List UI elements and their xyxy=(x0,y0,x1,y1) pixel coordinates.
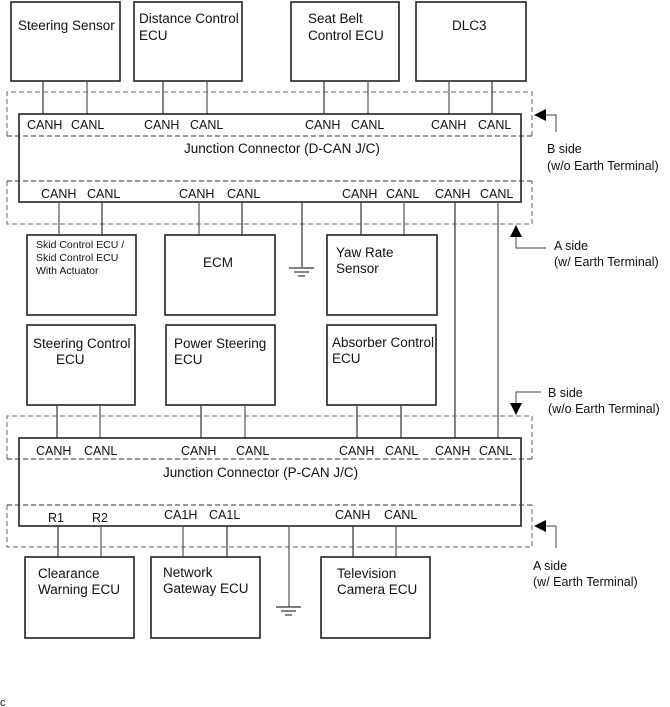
ecu-label: Skid Control ECU / xyxy=(36,239,124,251)
pin-label: CANH xyxy=(431,118,466,132)
arrow-left-icon xyxy=(534,109,546,121)
pcan-a-side-indicator: A side (w/ Earth Terminal) xyxy=(533,520,638,589)
pin-label: CANH xyxy=(435,187,470,201)
ground-icon xyxy=(276,606,301,616)
ecu-label: Sensor xyxy=(336,261,379,276)
ecu-label: Distance Control xyxy=(139,11,239,26)
pin-label: CANH xyxy=(342,187,377,201)
arrow-down-icon xyxy=(510,403,522,415)
dcan-a-side-region xyxy=(6,181,533,225)
dcan-b-side-indicator: B side (w/o Earth Terminal) xyxy=(534,109,659,173)
side-label: (w/o Earth Terminal) xyxy=(547,159,659,173)
pin-label: CANH xyxy=(435,444,470,458)
pcan-bottom-wires xyxy=(57,526,397,607)
pcan-top-wires xyxy=(56,405,402,438)
pin-label: CANL xyxy=(227,187,260,201)
pin-label: CA1L xyxy=(209,508,240,522)
side-label: A side xyxy=(554,239,588,253)
ecu-label: Steering Sensor xyxy=(18,18,115,33)
ecu-dlc3: DLC3 xyxy=(415,1,527,82)
ecu-label: Camera ECU xyxy=(337,582,417,597)
ecu-label: ECU xyxy=(174,352,203,367)
pin-label: CANL xyxy=(479,444,512,458)
ecu-label: ECM xyxy=(203,255,233,270)
dcan-b-side-region xyxy=(6,91,533,136)
ecu-label: Network xyxy=(163,565,213,580)
pin-label: CANL xyxy=(84,444,117,458)
side-label: (w/o Earth Terminal) xyxy=(548,402,660,416)
ecu-label: Seat Belt xyxy=(308,11,363,26)
pin-label: CANL xyxy=(480,187,513,201)
ecu-yaw-rate-sensor: Yaw Rate Sensor xyxy=(326,234,438,316)
pin-label: CANL xyxy=(71,118,104,132)
ecu-seat-belt-control: Seat Belt Control ECU xyxy=(290,1,400,82)
ecu-steering-control: Steering Control ECU xyxy=(26,324,136,406)
dcan-a-side-indicator: A side (w/ Earth Terminal) xyxy=(510,225,659,269)
arrow-left-icon xyxy=(534,520,546,532)
ecu-label: Television xyxy=(337,566,396,581)
pin-label: R1 xyxy=(48,511,64,525)
ground-icon xyxy=(289,267,314,277)
side-label: B side xyxy=(548,386,583,400)
dcan-bottom-wires xyxy=(58,202,499,438)
pin-label: R2 xyxy=(92,511,108,525)
ecu-absorber-control: Absorber Control ECU xyxy=(326,324,437,406)
pcan-title: Junction Connector (P-CAN J/C) xyxy=(163,465,358,480)
pin-label: CANH xyxy=(41,187,76,201)
pin-label: CANL xyxy=(386,187,419,201)
ecu-label: ECU xyxy=(56,352,85,367)
ecu-label: Gateway ECU xyxy=(163,581,249,596)
ecu-label: DLC3 xyxy=(452,18,487,33)
dcan-junction-connector: Junction Connector (D-CAN J/C) CANH CANL… xyxy=(6,91,533,225)
pin-label: CANH xyxy=(305,118,340,132)
ecu-ecm: ECM xyxy=(164,234,276,316)
ecu-label: ECU xyxy=(332,351,361,366)
ecu-label: Steering Control xyxy=(33,336,131,351)
pin-label: CA1H xyxy=(164,508,197,522)
ecu-distance-control: Distance Control ECU xyxy=(133,1,243,82)
pin-label: CANL xyxy=(385,444,418,458)
pin-label: CANL xyxy=(236,444,269,458)
ecu-label: Clearance xyxy=(38,566,100,581)
pin-label: CANL xyxy=(478,118,511,132)
pcan-junction-connector: Junction Connector (P-CAN J/C) CANH CANL… xyxy=(6,415,533,548)
ecu-label: Warning ECU xyxy=(38,582,120,597)
ecu-label: ECU xyxy=(139,28,168,43)
pcan-b-side-indicator: B side (w/o Earth Terminal) xyxy=(510,386,660,416)
pin-label: CANH xyxy=(27,118,62,132)
ecu-label: Absorber Control xyxy=(332,335,434,350)
ecu-label: With Actuator xyxy=(36,265,99,277)
pin-label: CANL xyxy=(87,187,120,201)
pcan-b-side-region xyxy=(6,415,533,459)
arrow-up-icon xyxy=(510,225,522,237)
top-wires xyxy=(42,81,493,114)
ecu-skid-control: Skid Control ECU / Skid Control ECU With… xyxy=(26,234,137,316)
ecu-power-steering: Power Steering ECU xyxy=(165,324,276,406)
pin-label: CANL xyxy=(351,118,384,132)
pin-label: CANH xyxy=(36,444,71,458)
figure-code: c xyxy=(0,697,6,707)
side-label: B side xyxy=(547,142,582,156)
pcan-a-side-region xyxy=(6,505,533,548)
pin-label: CANH xyxy=(181,444,216,458)
ecu-label: Control ECU xyxy=(308,28,384,43)
pin-label: CANL xyxy=(384,508,417,522)
ecu-television-camera: Television Camera ECU xyxy=(320,556,431,639)
ecu-clearance-warning: Clearance Warning ECU xyxy=(24,556,135,639)
side-label: (w/ Earth Terminal) xyxy=(554,255,659,269)
pin-label: CANH xyxy=(144,118,179,132)
side-label: A side xyxy=(533,559,567,573)
pin-label: CANL xyxy=(190,118,223,132)
dcan-title: Junction Connector (D-CAN J/C) xyxy=(184,141,380,156)
ecu-label: Yaw Rate xyxy=(336,245,394,260)
ecu-label: Power Steering xyxy=(174,336,266,351)
pin-label: CANH xyxy=(179,187,214,201)
ecu-network-gateway: Network Gateway ECU xyxy=(150,556,261,639)
ecu-label: Skid Control ECU xyxy=(36,252,118,264)
pin-label: CANH xyxy=(339,444,374,458)
side-label: (w/ Earth Terminal) xyxy=(533,575,638,589)
ecu-steering-sensor: Steering Sensor xyxy=(10,1,121,82)
pin-label: CANH xyxy=(335,508,370,522)
